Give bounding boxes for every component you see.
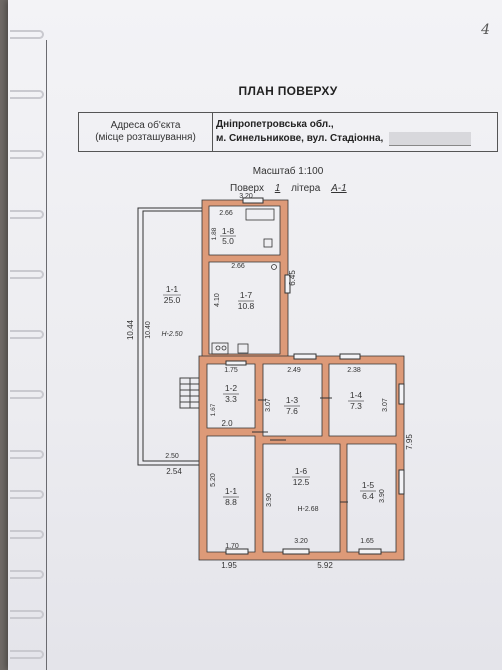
- binding-ring: [10, 210, 44, 219]
- binding-ring: [10, 270, 44, 279]
- room-1-5: 1-5 6.4: [360, 480, 376, 501]
- sanitary-fixtures: [211, 208, 277, 355]
- address-label-note: (місце розташування): [95, 132, 196, 143]
- dim-room2-depth: 1.67: [210, 403, 217, 416]
- binding-ring: [10, 390, 44, 399]
- svg-text:1-1: 1-1: [225, 486, 238, 496]
- spiral-binding: [8, 0, 54, 670]
- svg-text:8.8: 8.8: [225, 497, 237, 507]
- dim-room8-depth: 1.88: [211, 227, 218, 240]
- svg-text:6.4: 6.4: [362, 491, 374, 501]
- dim-bottom-right: 5.92: [317, 561, 333, 570]
- svg-text:5.0: 5.0: [222, 236, 234, 246]
- address-street-row: м. Синельникове, вул. Стадіонна,: [216, 132, 497, 146]
- boiler-icon: [271, 264, 277, 270]
- room-1-7: 1-7 10.8: [238, 290, 255, 311]
- svg-text:25.0: 25.0: [164, 295, 181, 305]
- entrance-stairs: [179, 377, 201, 409]
- svg-text:12.5: 12.5: [293, 477, 310, 487]
- openings: [225, 197, 405, 555]
- dim-room11-depth: 5.20: [210, 473, 217, 487]
- svg-text:3.3: 3.3: [225, 394, 237, 404]
- binding-ring: [10, 330, 44, 339]
- dim-room11-width: 1.70: [225, 543, 239, 550]
- dim-right-upper: 6.45: [288, 270, 297, 286]
- page-number: 4: [481, 22, 490, 38]
- dimension-labels: 3.20 2.66 1.88 2.66 4.10 6.45 10.44 10.4…: [126, 193, 414, 570]
- svg-text:7.3: 7.3: [350, 401, 362, 411]
- address-value-cell: Дніпропетровська обл., м. Синельникове, …: [213, 113, 497, 151]
- page-title: ПЛАН ПОВЕРХУ: [238, 84, 338, 98]
- binding-ring: [10, 570, 44, 579]
- litera-label: літера: [291, 183, 321, 194]
- dim-room5-width: 1.65: [360, 538, 374, 545]
- svg-text:H-2.50: H-2.50: [161, 331, 182, 338]
- binding-ring: [10, 490, 44, 499]
- scale-label: Масштаб 1:100: [252, 166, 324, 177]
- bathtub-icon: [245, 208, 275, 221]
- dim-room7-depth: 4.10: [214, 293, 221, 307]
- floor-label: Поверх: [230, 183, 264, 194]
- room-1-6: 1-6 12.5 H-2.68: [292, 466, 319, 513]
- binding-ring: [10, 610, 44, 619]
- room-1-2: 1-2 3.3: [223, 383, 239, 404]
- dim-room4-width: 2.38: [347, 367, 361, 374]
- binding-ring: [10, 150, 44, 159]
- binding-ring: [10, 90, 44, 99]
- svg-text:1-6: 1-6: [295, 466, 308, 476]
- dim-room6-width: 3.20: [294, 538, 308, 545]
- room-1-1-kitchen: 1-1 8.8: [223, 486, 239, 507]
- floor-value: 1: [274, 183, 281, 194]
- dim-corridor: 2.0: [221, 419, 233, 428]
- dim-bottom-left: 1.95: [221, 561, 237, 570]
- dim-right-outer: 7.95: [405, 434, 414, 450]
- stove-icon: [211, 342, 229, 355]
- dim-room7-width: 2.66: [231, 263, 245, 270]
- binding-ring: [10, 530, 44, 539]
- address-label: Адреса об'єкта: [110, 120, 181, 131]
- svg-text:1-4: 1-4: [350, 390, 363, 400]
- room-1-4: 1-4 7.3: [348, 390, 364, 411]
- dim-room3-width: 2.49: [287, 367, 301, 374]
- dim-veranda-bottom-inner: 2.50: [165, 453, 179, 460]
- dim-veranda-outer: 10.44: [126, 319, 135, 340]
- sink-icon: [237, 343, 249, 354]
- margin-line: [46, 40, 47, 670]
- svg-text:1-3: 1-3: [286, 395, 299, 405]
- svg-text:7.6: 7.6: [286, 406, 298, 416]
- toilet-icon: [263, 238, 273, 248]
- dim-veranda-inner: 10.40: [145, 321, 152, 339]
- dim-room2-width: 1.75: [224, 367, 238, 374]
- dim-room6-depth: 3.90: [266, 493, 273, 507]
- room-1-1-veranda: 1-1 25.0 H-2.50: [161, 284, 182, 338]
- binding-ring: [10, 30, 44, 39]
- binding-ring: [10, 650, 44, 659]
- binding-ring: [10, 450, 44, 459]
- svg-text:10.8: 10.8: [238, 301, 255, 311]
- dim-veranda-bottom-outer: 2.54: [166, 467, 182, 476]
- address-table: Адреса об'єкта (місце розташування) Дніп…: [78, 112, 498, 152]
- svg-text:1-7: 1-7: [240, 290, 253, 300]
- room-labels: 1-1 25.0 H-2.50 1-8 5.0 1-7 10.8 1-2 3.3…: [161, 226, 376, 513]
- svg-text:1-8: 1-8: [222, 226, 235, 236]
- svg-text:1-5: 1-5: [362, 480, 375, 490]
- redacted-house-number: [389, 132, 472, 146]
- svg-text:H-2.68: H-2.68: [297, 506, 318, 513]
- dim-room3-depth: 3.07: [265, 398, 272, 412]
- address-street: м. Синельникове, вул. Стадіонна,: [216, 133, 384, 144]
- floor-info: Поверх 1 літера А-1: [230, 183, 355, 194]
- litera-value: А-1: [331, 183, 347, 194]
- svg-text:1-1: 1-1: [166, 284, 179, 294]
- dim-top-outer: 3.20: [239, 193, 253, 200]
- svg-text:1-2: 1-2: [225, 383, 238, 393]
- room-1-3: 1-3 7.6: [284, 395, 300, 416]
- room-1-8: 1-8 5.0: [220, 226, 236, 246]
- dim-room5-depth: 3.90: [379, 489, 386, 503]
- dim-room4-depth: 3.07: [382, 398, 389, 412]
- building-walls: [198, 199, 405, 561]
- dim-room8-width: 2.66: [219, 210, 233, 217]
- address-label-cell: Адреса об'єкта (місце розташування): [79, 113, 213, 151]
- address-region: Дніпропетровська обл.,: [216, 119, 334, 130]
